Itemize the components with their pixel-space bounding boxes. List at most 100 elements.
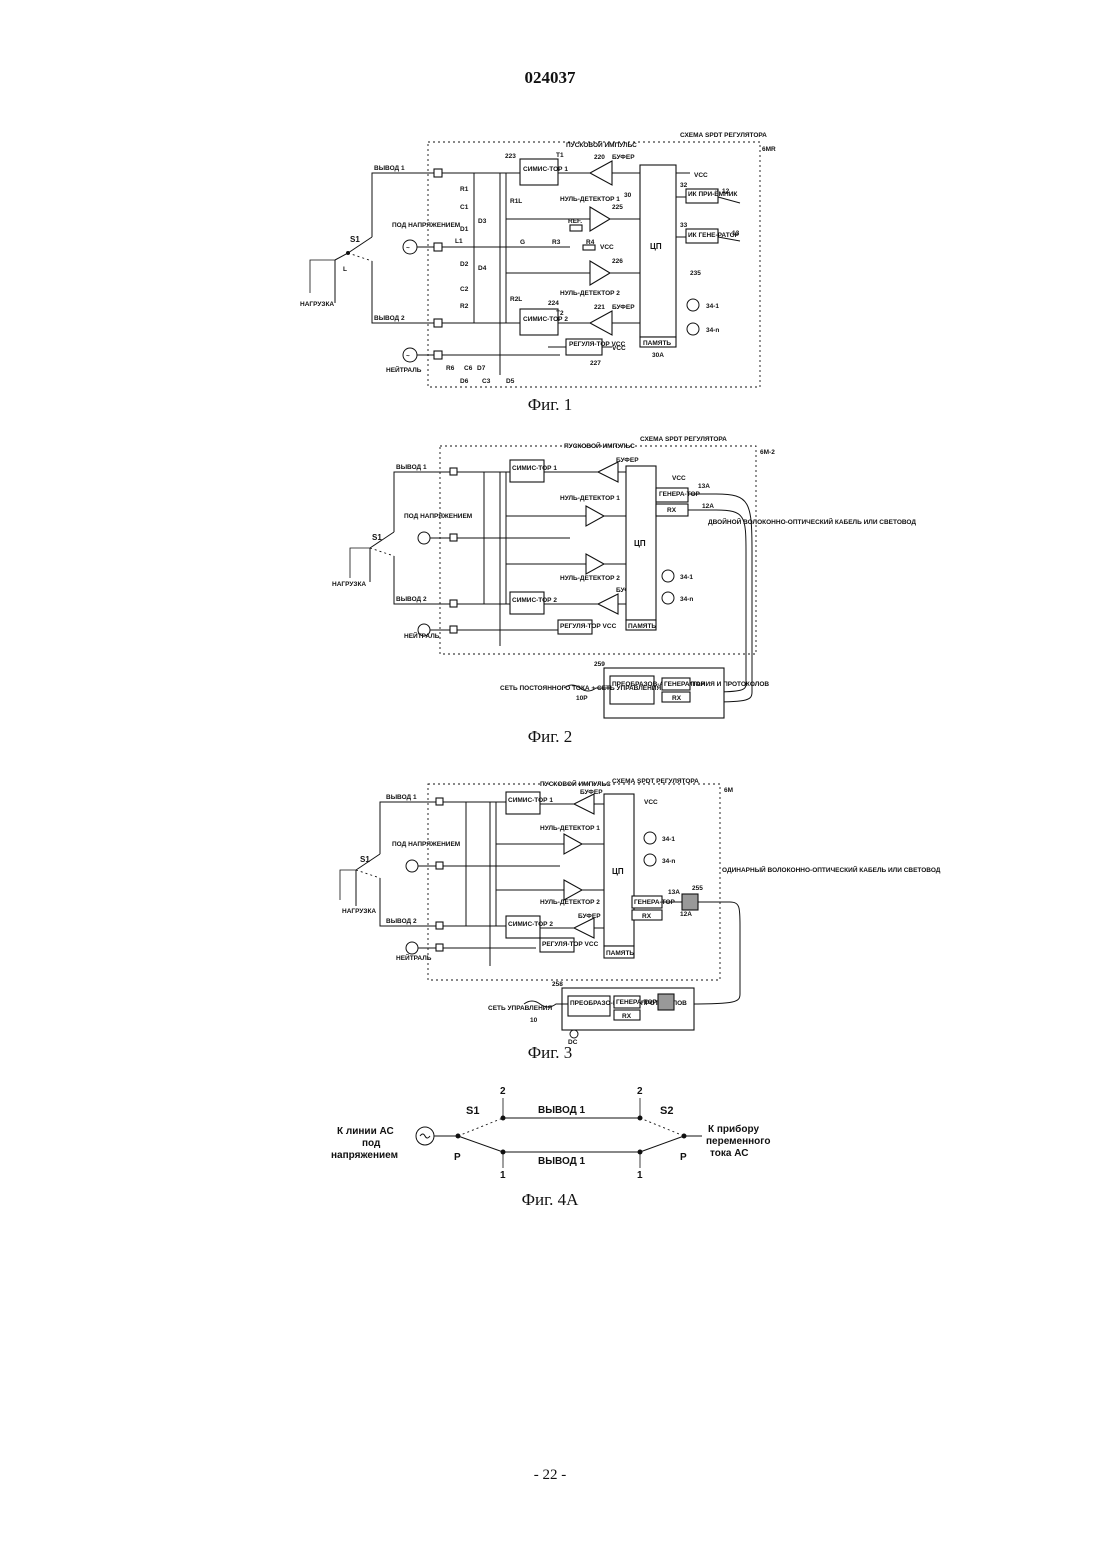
- figure-3-caption: Фиг. 3: [0, 1043, 1100, 1063]
- svg-text:30: 30: [624, 192, 632, 199]
- svg-text:ВЫВОД 1: ВЫВОД 1: [396, 464, 427, 471]
- svg-text:СИМИС-ТОР 2: СИМИС-ТОР 2: [508, 921, 553, 928]
- svg-text:БУФЕР: БУФЕР: [580, 789, 603, 796]
- svg-text:ВЫВОД 2: ВЫВОД 2: [396, 596, 427, 603]
- svg-text:C6: C6: [464, 365, 473, 372]
- svg-text:ВЫВОД 1: ВЫВОД 1: [374, 165, 405, 172]
- svg-text:10P: 10P: [576, 695, 588, 702]
- svg-text:НУЛЬ-ДЕТЕКТОР 2: НУЛЬ-ДЕТЕКТОР 2: [540, 899, 600, 906]
- svg-text:R3: R3: [552, 239, 561, 246]
- svg-text:НУЛЬ-ДЕТЕКТОР 1: НУЛЬ-ДЕТЕКТОР 1: [560, 196, 620, 203]
- svg-text:R2: R2: [460, 303, 469, 310]
- svg-text:R1L: R1L: [510, 198, 522, 205]
- svg-text:30A: 30A: [652, 352, 664, 359]
- svg-text:НАГРУЗКА: НАГРУЗКА: [342, 908, 376, 915]
- svg-text:НУЛЬ-ДЕТЕКТОР 1: НУЛЬ-ДЕТЕКТОР 1: [540, 825, 600, 832]
- svg-text:G: G: [520, 239, 525, 246]
- svg-text:13A: 13A: [668, 889, 680, 896]
- svg-text:235: 235: [690, 270, 701, 277]
- fig1-triac2: СИМИС-ТОР 2: [523, 316, 568, 323]
- fig1-title: СХЕМА SPDT РЕГУЛЯТОРА: [680, 132, 767, 139]
- svg-text:223: 223: [505, 153, 516, 160]
- svg-text:R6: R6: [446, 365, 455, 372]
- svg-text:S2: S2: [660, 1105, 673, 1117]
- svg-text:C3: C3: [482, 378, 491, 385]
- svg-text:34-n: 34-n: [680, 596, 693, 603]
- svg-text:34-1: 34-1: [680, 574, 693, 581]
- svg-text:ПУСКОВОЙ ИМПУЛЬС: ПУСКОВОЙ ИМПУЛЬС: [564, 441, 635, 450]
- svg-text:D3: D3: [478, 218, 487, 225]
- svg-text:ПУСКОВОЙ ИМПУЛЬС: ПУСКОВОЙ ИМПУЛЬС: [540, 779, 611, 788]
- svg-text:REF.: REF.: [568, 218, 582, 225]
- svg-text:VCC: VCC: [672, 475, 686, 482]
- svg-text:ОДИНАРНЫЙ ВОЛОКОННО-ОПТИЧЕСКИЙ: ОДИНАРНЫЙ ВОЛОКОННО-ОПТИЧЕСКИЙ КАБЕЛЬ ИЛ…: [722, 865, 941, 874]
- svg-text:1: 1: [500, 1170, 506, 1181]
- svg-text:D2: D2: [460, 261, 469, 268]
- svg-text:L: L: [343, 266, 347, 273]
- svg-text:НЕЙТРАЛЬ: НЕЙТРАЛЬ: [386, 365, 422, 374]
- fig1-tag: 6MR: [762, 146, 776, 153]
- svg-text:13A: 13A: [698, 483, 710, 490]
- fig1-memory: ПАМЯТЬ: [643, 340, 671, 347]
- svg-text:S1: S1: [360, 855, 370, 864]
- svg-text:D7: D7: [477, 365, 486, 372]
- svg-text:P: P: [454, 1152, 461, 1163]
- svg-text:224: 224: [548, 300, 559, 307]
- svg-text:6M-2: 6M-2: [760, 449, 775, 456]
- svg-text:ПОД НАПРЯЖЕНИЕМ: ПОД НАПРЯЖЕНИЕМ: [392, 841, 460, 848]
- svg-text:НУЛЬ-ДЕТЕКТОР 1: НУЛЬ-ДЕТЕКТОР 1: [560, 495, 620, 502]
- svg-text:БУФЕР: БУФЕР: [612, 304, 635, 311]
- svg-text:ДВОЙНОЙ ВОЛОКОННО-ОПТИЧЕСКИЙ К: ДВОЙНОЙ ВОЛОКОННО-ОПТИЧЕСКИЙ КАБЕЛЬ ИЛИ …: [708, 517, 916, 526]
- svg-text:БУФЕР: БУФЕР: [578, 913, 601, 920]
- svg-text:VCC: VCC: [644, 799, 658, 806]
- fig1-load: НАГРУЗКА: [300, 301, 334, 308]
- svg-text:33: 33: [680, 222, 688, 229]
- page-number: 024037: [0, 68, 1100, 88]
- svg-text:СХЕМА SPDT РЕГУЛЯТОРА: СХЕМА SPDT РЕГУЛЯТОРА: [612, 778, 699, 785]
- svg-text:ПОД НАПРЯЖЕНИЕМ: ПОД НАПРЯЖЕНИЕМ: [392, 222, 460, 229]
- svg-text:226: 226: [612, 258, 623, 265]
- svg-text:НЕЙТРАЛЬ: НЕЙТРАЛЬ: [404, 631, 440, 640]
- fig4a-wire-bottom: ВЫВОД 1: [538, 1156, 586, 1167]
- svg-text:220: 220: [594, 154, 605, 161]
- figure-3-schematic: СХЕМА SPDT РЕГУЛЯТОРА 6M S1 НАГРУЗКА ВЫВ…: [0, 776, 1100, 1044]
- svg-text:СИМИС-ТОР 1: СИМИС-ТОР 1: [512, 465, 557, 472]
- svg-text:ПУСКОВОЙ ИМПУЛЬС: ПУСКОВОЙ ИМПУЛЬС: [566, 140, 637, 149]
- svg-text:13: 13: [732, 230, 740, 237]
- svg-text:R1: R1: [460, 186, 469, 193]
- svg-text:ИК ПРИ-ЁМНИК: ИК ПРИ-ЁМНИК: [688, 190, 737, 198]
- svg-text:ГЕНЕРА-ТОР: ГЕНЕРА-ТОР: [664, 681, 706, 688]
- svg-text:ЦП: ЦП: [612, 867, 624, 876]
- figure-4a-diagram: К линии АС под напряжением ВЫВОД 1 ВЫВОД…: [0, 1078, 1100, 1188]
- figure-2-schematic: СХЕМА SPDT РЕГУЛЯТОРА 6M-2 S1 НАГРУЗКА В…: [0, 432, 1100, 722]
- page-footer-number: - 22 -: [0, 1467, 1100, 1484]
- svg-text:C2: C2: [460, 286, 469, 293]
- svg-text:ГЕНЕРА-ТОР: ГЕНЕРА-ТОР: [616, 999, 658, 1006]
- svg-text:255: 255: [692, 885, 703, 892]
- svg-text:221: 221: [594, 304, 605, 311]
- svg-text:C1: C1: [460, 204, 469, 211]
- svg-text:РЕГУЛЯ-ТОР VCC: РЕГУЛЯ-ТОР VCC: [542, 941, 599, 948]
- fig1-s1: S1: [350, 235, 360, 244]
- svg-text:10: 10: [530, 1017, 538, 1024]
- svg-text:ПАМЯТЬ: ПАМЯТЬ: [628, 623, 656, 630]
- svg-text:T1: T1: [556, 152, 564, 159]
- fig4a-right-text-1: К прибору: [708, 1123, 759, 1135]
- svg-text:34-1: 34-1: [662, 836, 675, 843]
- svg-text:ВЫВОД 2: ВЫВОД 2: [386, 918, 417, 925]
- svg-text:34-1: 34-1: [706, 303, 719, 310]
- fig4a-wire-top: ВЫВОД 1: [538, 1105, 586, 1116]
- svg-text:RX: RX: [667, 507, 677, 514]
- svg-text:258: 258: [552, 981, 563, 988]
- svg-text:D5: D5: [506, 378, 515, 385]
- svg-text:ВЫВОД 1: ВЫВОД 1: [386, 794, 417, 801]
- svg-text:S1: S1: [372, 533, 382, 542]
- svg-text:ВЫВОД 2: ВЫВОД 2: [374, 315, 405, 322]
- svg-text:1: 1: [637, 1170, 643, 1181]
- svg-text:СИМИС-ТОР 2: СИМИС-ТОР 2: [512, 597, 557, 604]
- svg-text:12A: 12A: [680, 911, 692, 918]
- svg-text:напряжением: напряжением: [331, 1150, 398, 1161]
- svg-text:12A: 12A: [702, 503, 714, 510]
- svg-text:~: ~: [406, 353, 410, 360]
- svg-text:РЕГУЛЯ-ТОР VCC: РЕГУЛЯ-ТОР VCC: [560, 623, 617, 630]
